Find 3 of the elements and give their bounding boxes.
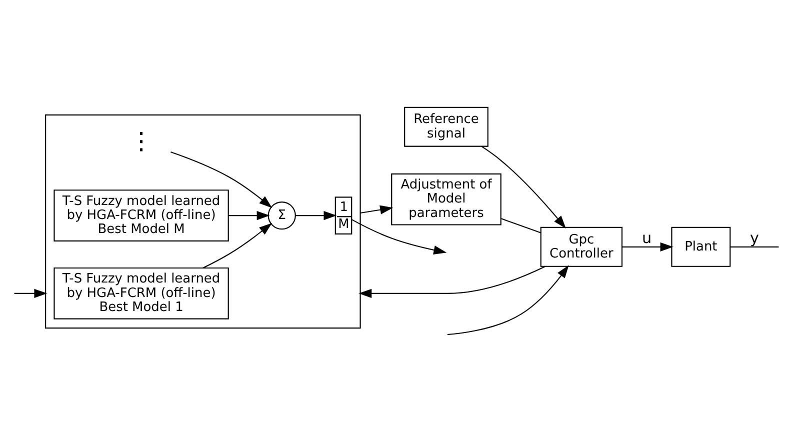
edge-label: y bbox=[750, 228, 759, 247]
node-text: ⋮ bbox=[129, 127, 154, 156]
edge-label: u bbox=[642, 228, 652, 247]
